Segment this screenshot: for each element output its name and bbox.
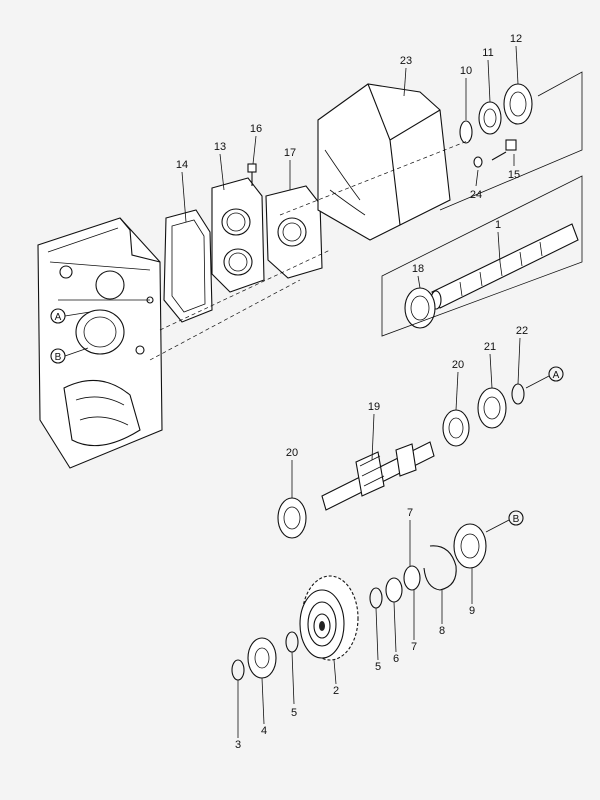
callout-21: 21 [484,341,496,353]
callout-23: 23 [400,55,412,67]
callout-9: 9 [469,605,475,617]
ring-7 [403,565,421,591]
callout-1: 1 [495,219,501,231]
svg-text:B: B [513,514,520,525]
cover-plate-17 [265,185,323,279]
washer-24 [473,156,483,168]
bolt-16 [247,163,257,186]
callout-15: 15 [508,169,520,181]
bearing-housing-13 [211,177,265,293]
callout-20-upper: 20 [452,359,464,371]
collar-6 [385,577,403,603]
bolt-15 [491,139,517,161]
bearing-9 [453,523,487,569]
svg-text:A: A [55,312,62,323]
callout-labels: 14 13 16 17 23 10 11 12 24 15 1 18 20 21… [176,33,528,751]
callout-5-lower: 5 [291,707,297,719]
callout-17: 17 [284,147,296,159]
ref-b-housing: B [50,347,89,364]
svg-text:A: A [553,370,560,381]
circlip-22 [511,383,525,405]
callout-12: 12 [510,33,522,45]
callout-7-upper: 7 [407,507,413,519]
callout-8: 8 [439,625,445,637]
leader-lines [181,45,521,738]
seal-12 [503,83,533,125]
callout-4: 4 [261,725,267,737]
callout-20-lower: 20 [286,447,298,459]
callout-5-upper: 5 [375,661,381,673]
callout-10: 10 [460,65,472,77]
spacer-3 [231,659,245,681]
ref-b-bearing: B [485,510,524,533]
ref-a-shaft: A [525,366,564,389]
callout-7-lower: 7 [411,641,417,653]
callout-11: 11 [482,47,493,59]
guard-23 [317,83,451,241]
seal-10 [459,120,473,144]
bearing-20-upper [442,409,470,447]
shaft-19 [321,441,435,511]
spacer-5-upper [369,587,383,609]
callout-2: 2 [333,685,339,697]
spacer-5-lower [285,631,299,653]
bearing-4 [247,637,277,679]
bearing-11 [478,101,502,135]
callout-19: 19 [368,401,380,413]
callout-13: 13 [214,141,226,153]
callout-24: 24 [470,189,482,201]
callout-16: 16 [250,123,262,135]
callout-14: 14 [176,159,188,171]
callout-6: 6 [393,653,399,665]
svg-text:B: B [55,352,62,363]
callout-3: 3 [235,739,241,751]
circlip-8 [423,545,457,591]
bearing-21 [477,387,507,429]
gearbox-housing [37,217,163,469]
callout-22: 22 [516,325,528,337]
gear-2 [299,575,359,661]
shaft-1 [430,223,579,310]
ref-a-housing: A [50,308,91,324]
callout-18: 18 [412,263,424,275]
bearing-20-lower [277,497,307,539]
gasket-14 [163,209,213,323]
